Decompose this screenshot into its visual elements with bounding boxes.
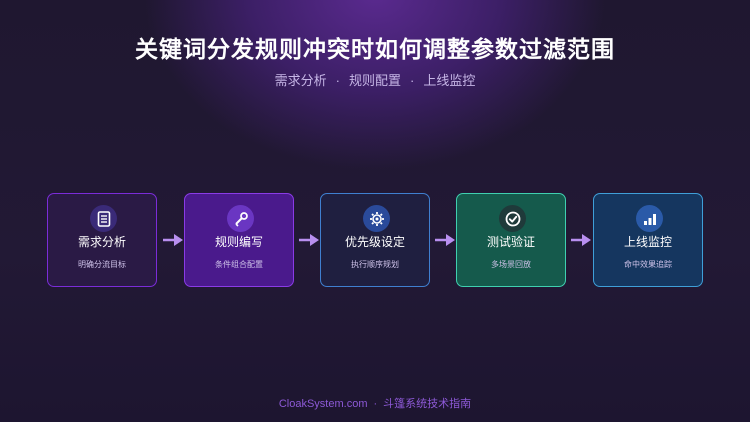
check-circle-icon [499, 205, 526, 232]
step-subtitle: 条件组合配置 [215, 260, 263, 269]
process-flow: 需求分析 明确分流目标 规则编写 条件组合配置 [47, 193, 703, 289]
step-subtitle: 命中效果追踪 [624, 260, 672, 269]
arrow-right-icon [299, 234, 319, 246]
gear-icon [363, 205, 390, 232]
step-title: 上线监控 [623, 235, 672, 249]
step-title: 测试验证 [486, 235, 535, 249]
subtitle-item-analysis: 需求分析 [274, 73, 327, 88]
subtitle-item-monitor: 上线监控 [423, 73, 476, 88]
subtitle-separator: · [335, 73, 340, 88]
step-card-priority: 优先级设定 执行顺序规划 [320, 193, 430, 287]
arrow-right-icon [435, 234, 455, 246]
step-subtitle: 多场景回放 [491, 260, 531, 269]
arrow-right-icon [163, 234, 183, 246]
step-subtitle: 执行顺序规划 [351, 260, 399, 269]
subtitle-item-config: 规则配置 [348, 73, 401, 88]
document-list-icon [90, 205, 117, 232]
step-title: 优先级设定 [344, 235, 405, 249]
step-card-testing: 测试验证 多场景回放 [456, 193, 566, 287]
step-subtitle: 明确分流目标 [78, 260, 126, 269]
bar-chart-icon [636, 205, 663, 232]
step-title: 需求分析 [77, 235, 126, 249]
footer-tagline: 斗篷系统技术指南 [383, 398, 472, 410]
subtitle-separator: · [410, 73, 415, 88]
step-card-requirements: 需求分析 明确分流目标 [47, 193, 157, 287]
step-card-monitoring: 上线监控 命中效果追踪 [593, 193, 703, 287]
step-title: 规则编写 [214, 235, 263, 249]
page-title: 关键词分发规则冲突时如何调整参数过滤范围 [135, 36, 615, 62]
pencil-icon [227, 205, 254, 232]
footer-site: CloakSystem.com [278, 398, 368, 410]
arrow-right-icon [571, 234, 591, 246]
footer-separator: · [373, 398, 378, 410]
step-card-rule-writing: 规则编写 条件组合配置 [184, 193, 294, 287]
footer: CloakSystem.com · 斗篷系统技术指南 [0, 395, 750, 411]
subtitle: 需求分析 · 规则配置 · 上线监控 [0, 70, 750, 89]
